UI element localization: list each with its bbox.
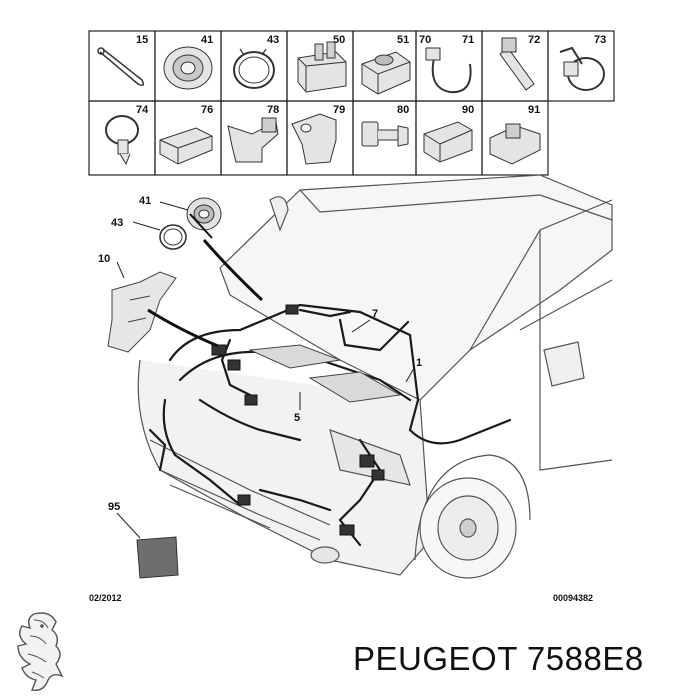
callout-7: 7 bbox=[372, 308, 378, 320]
harness-connectors bbox=[211, 304, 385, 536]
callout-43: 43 bbox=[111, 217, 123, 229]
grid-label-70: 70 bbox=[419, 34, 431, 46]
part-91-clip-icon bbox=[489, 123, 541, 165]
part-76-holder-icon bbox=[159, 127, 213, 165]
part-79-bracket-icon bbox=[291, 113, 337, 165]
engine-bay-panels bbox=[248, 344, 402, 403]
diagram-date: 02/2012 bbox=[89, 593, 122, 603]
part-41-exploded-icon bbox=[186, 197, 222, 231]
parts-grid bbox=[88, 30, 615, 176]
part-15-clip-icon bbox=[97, 47, 145, 87]
grid-label-91: 91 bbox=[528, 104, 540, 116]
callout-95: 95 bbox=[108, 501, 120, 513]
part-43-exploded-icon bbox=[159, 224, 187, 250]
callout-5: 5 bbox=[294, 412, 300, 424]
diagram-reference: 00094382 bbox=[553, 593, 593, 603]
leader-lines bbox=[116, 201, 415, 539]
callout-1: 1 bbox=[416, 357, 422, 369]
grid-label-15: 15 bbox=[136, 34, 148, 46]
part-43-ring-clamp-icon bbox=[233, 48, 275, 89]
grid-label-78: 78 bbox=[267, 104, 279, 116]
grid-label-51: 51 bbox=[397, 34, 409, 46]
part-95-label-plate-icon bbox=[136, 536, 179, 579]
part-50-connector-icon bbox=[297, 41, 347, 93]
part-51-connector-icon bbox=[361, 51, 411, 95]
grid-label-71: 71 bbox=[462, 34, 474, 46]
part-90-connector-icon bbox=[423, 121, 473, 163]
grid-label-79: 79 bbox=[333, 104, 345, 116]
grid-label-73: 73 bbox=[594, 34, 606, 46]
grid-label-80: 80 bbox=[397, 104, 409, 116]
grid-label-72: 72 bbox=[528, 34, 540, 46]
part-71-cable-tie-icon bbox=[425, 47, 472, 94]
grid-label-41: 41 bbox=[201, 34, 213, 46]
grid-label-43: 43 bbox=[267, 34, 279, 46]
part-80-stud-icon bbox=[361, 121, 409, 147]
callout-41: 41 bbox=[139, 195, 151, 207]
part-74-ring-clip-icon bbox=[105, 115, 139, 166]
part-78-bracket-icon bbox=[227, 117, 279, 163]
grid-label-90: 90 bbox=[462, 104, 474, 116]
part-41-grommet-icon bbox=[163, 46, 213, 90]
part-72-strap-clip-icon bbox=[499, 37, 535, 91]
part-73-tie-ring-icon bbox=[559, 46, 605, 91]
grid-label-74: 74 bbox=[136, 104, 149, 116]
part-10-bracket-icon bbox=[107, 271, 177, 353]
grid-label-76: 76 bbox=[201, 104, 213, 116]
brand-part-caption: PEUGEOT 7588E8 bbox=[353, 640, 644, 677]
callout-10: 10 bbox=[98, 253, 110, 265]
lion-logo-icon bbox=[17, 612, 64, 691]
grid-label-50: 50 bbox=[333, 34, 345, 46]
